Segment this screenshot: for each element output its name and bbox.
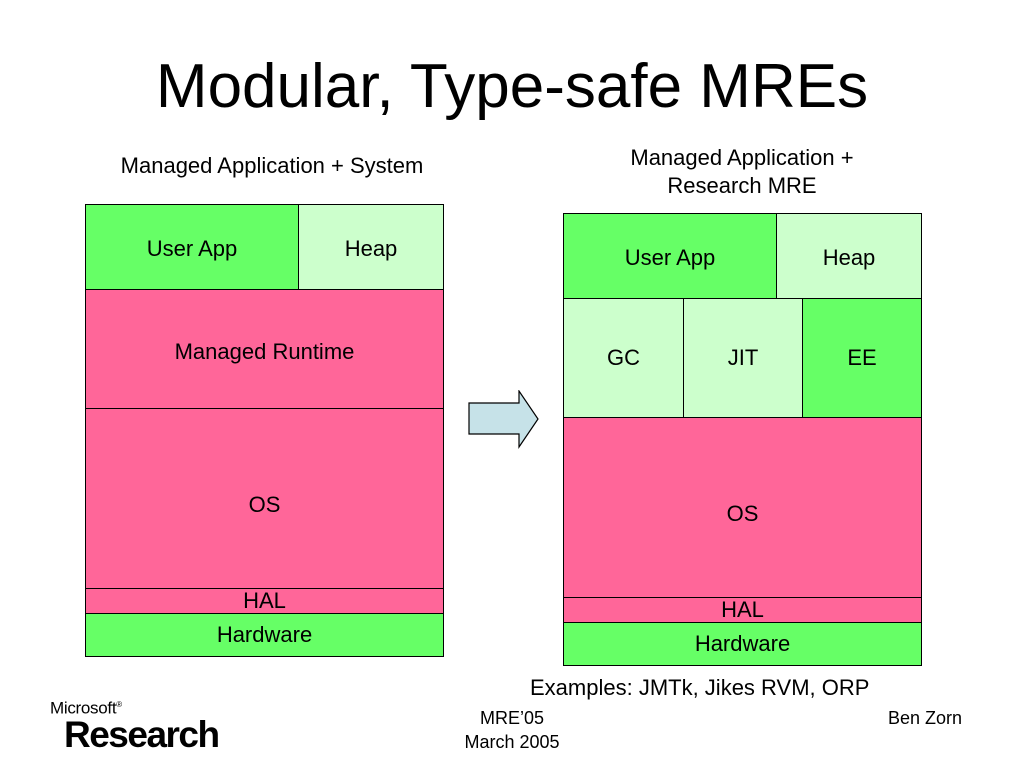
- right-ee-block: EE: [802, 298, 922, 418]
- left-heap-label: Heap: [344, 236, 398, 261]
- left-hardware-label: Hardware: [216, 622, 313, 647]
- logo-registered-mark: ®: [116, 700, 122, 709]
- slide-title: Modular, Type-safe MREs: [155, 52, 869, 121]
- right-user-app-block: User App: [563, 213, 777, 299]
- right-hal-label: HAL: [721, 597, 764, 622]
- left-user-app-block: User App: [85, 204, 299, 290]
- left-managed-runtime-label: Managed Runtime: [174, 339, 355, 364]
- footer-author: Ben Zorn: [887, 708, 962, 728]
- right-hardware-block: Hardware: [563, 622, 922, 666]
- footer-conference: MRE’05: [479, 708, 545, 728]
- right-os-label: OS: [726, 501, 759, 526]
- microsoft-research-logo: Microsoft® Research: [50, 696, 220, 755]
- right-hardware-label: Hardware: [694, 631, 791, 656]
- right-gc-label: GC: [607, 345, 640, 370]
- right-ee-label: EE: [847, 345, 877, 370]
- right-architecture-stack: User App Heap GC JIT EE OS HAL Hardware: [563, 213, 922, 666]
- right-heap-block: Heap: [776, 213, 922, 299]
- left-os-label: OS: [248, 492, 281, 517]
- footer-date: March 2005: [464, 732, 560, 752]
- logo-company-name: Microsoft: [50, 698, 117, 718]
- logo-division: Research: [64, 713, 220, 755]
- right-jit-block: JIT: [683, 298, 803, 418]
- transition-arrow-icon: [468, 390, 539, 449]
- right-jit-label: JIT: [727, 345, 759, 370]
- right-os-block: OS: [563, 417, 922, 598]
- left-managed-runtime-block: Managed Runtime: [85, 289, 444, 409]
- left-heap-block: Heap: [298, 204, 444, 290]
- left-hal-label: HAL: [243, 588, 286, 613]
- right-diagram-caption: Managed Application + Research MRE: [560, 144, 924, 200]
- left-hardware-block: Hardware: [85, 613, 444, 657]
- left-architecture-stack: User App Heap Managed Runtime OS HAL Har…: [85, 204, 444, 657]
- right-gc-block: GC: [563, 298, 684, 418]
- right-user-app-label: User App: [624, 245, 716, 270]
- footer-center: MRE’05 March 2005: [412, 706, 612, 754]
- examples-text: Examples: JMTk, Jikes RVM, ORP: [530, 675, 870, 700]
- right-heap-label: Heap: [822, 245, 876, 270]
- logo-company: Microsoft®: [50, 696, 219, 718]
- right-hal-block: HAL: [563, 597, 922, 623]
- left-diagram-caption: Managed Application + System: [120, 153, 424, 178]
- right-caption-line-1: Managed Application +: [630, 145, 854, 170]
- left-os-block: OS: [85, 408, 444, 589]
- left-user-app-label: User App: [146, 236, 238, 261]
- right-caption-line-2: Research MRE: [667, 173, 817, 198]
- left-hal-block: HAL: [85, 588, 444, 614]
